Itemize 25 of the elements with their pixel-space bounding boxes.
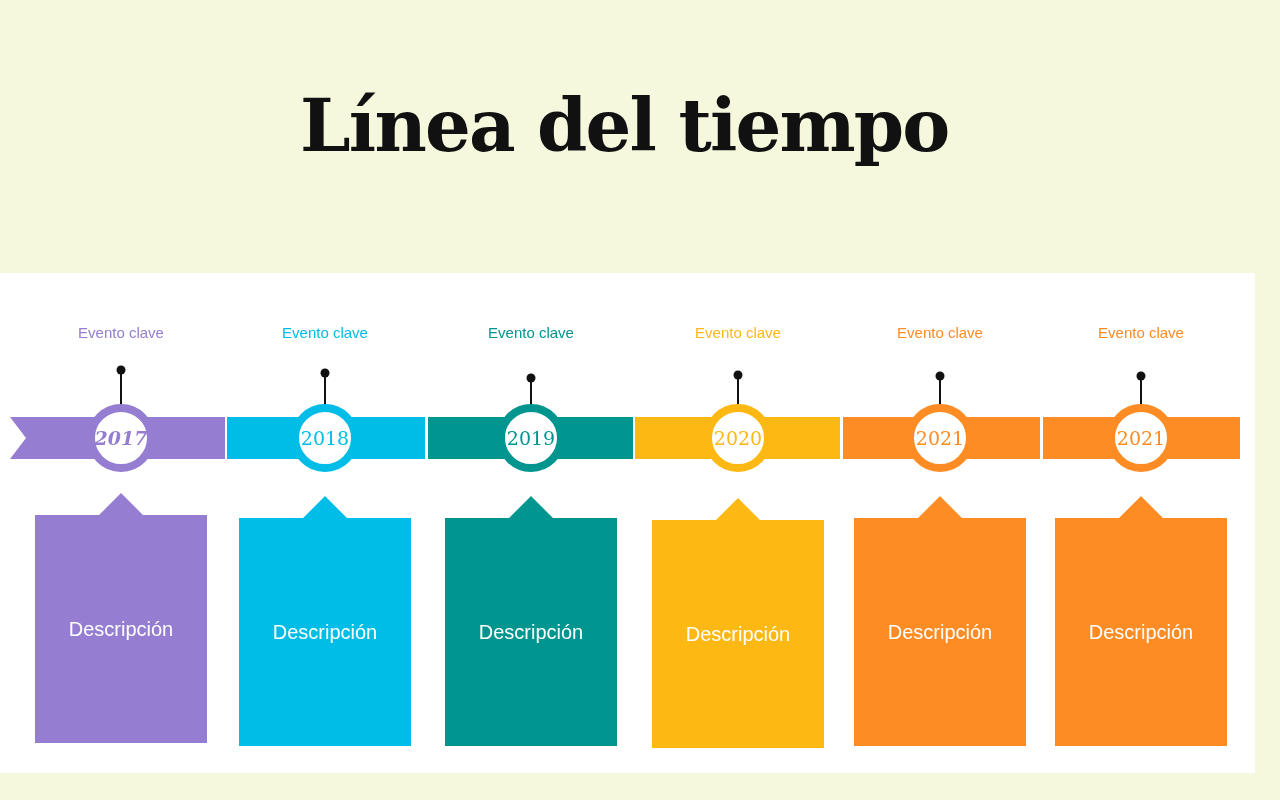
callout-box bbox=[652, 498, 824, 748]
title: Línea del tiempo bbox=[300, 82, 949, 170]
description-text: Descripción bbox=[887, 620, 993, 645]
year-text: 2020 bbox=[713, 425, 763, 451]
year-text: 2017 bbox=[94, 425, 148, 451]
event-label: Evento clave bbox=[487, 323, 575, 343]
year-text: 2021 bbox=[1116, 425, 1166, 451]
callout-box bbox=[35, 493, 207, 743]
event-label: Evento clave bbox=[1097, 323, 1185, 343]
callout-box bbox=[239, 496, 411, 746]
description-text: Descripción bbox=[272, 620, 378, 645]
description-text: Descripción bbox=[1088, 620, 1194, 645]
description-text: Descripción bbox=[478, 620, 584, 645]
year-text: 2018 bbox=[300, 425, 350, 451]
callout-box bbox=[854, 496, 1026, 746]
callout-box bbox=[1055, 496, 1227, 746]
description-text: Descripción bbox=[685, 622, 791, 647]
event-label: Evento clave bbox=[77, 323, 165, 343]
event-label: Evento clave bbox=[694, 323, 782, 343]
description-text: Descripción bbox=[68, 617, 174, 642]
year-text: 2019 bbox=[506, 425, 556, 451]
event-label: Evento clave bbox=[281, 323, 369, 343]
event-label: Evento clave bbox=[896, 323, 984, 343]
year-text: 2021 bbox=[915, 425, 965, 451]
callout-box bbox=[445, 496, 617, 746]
